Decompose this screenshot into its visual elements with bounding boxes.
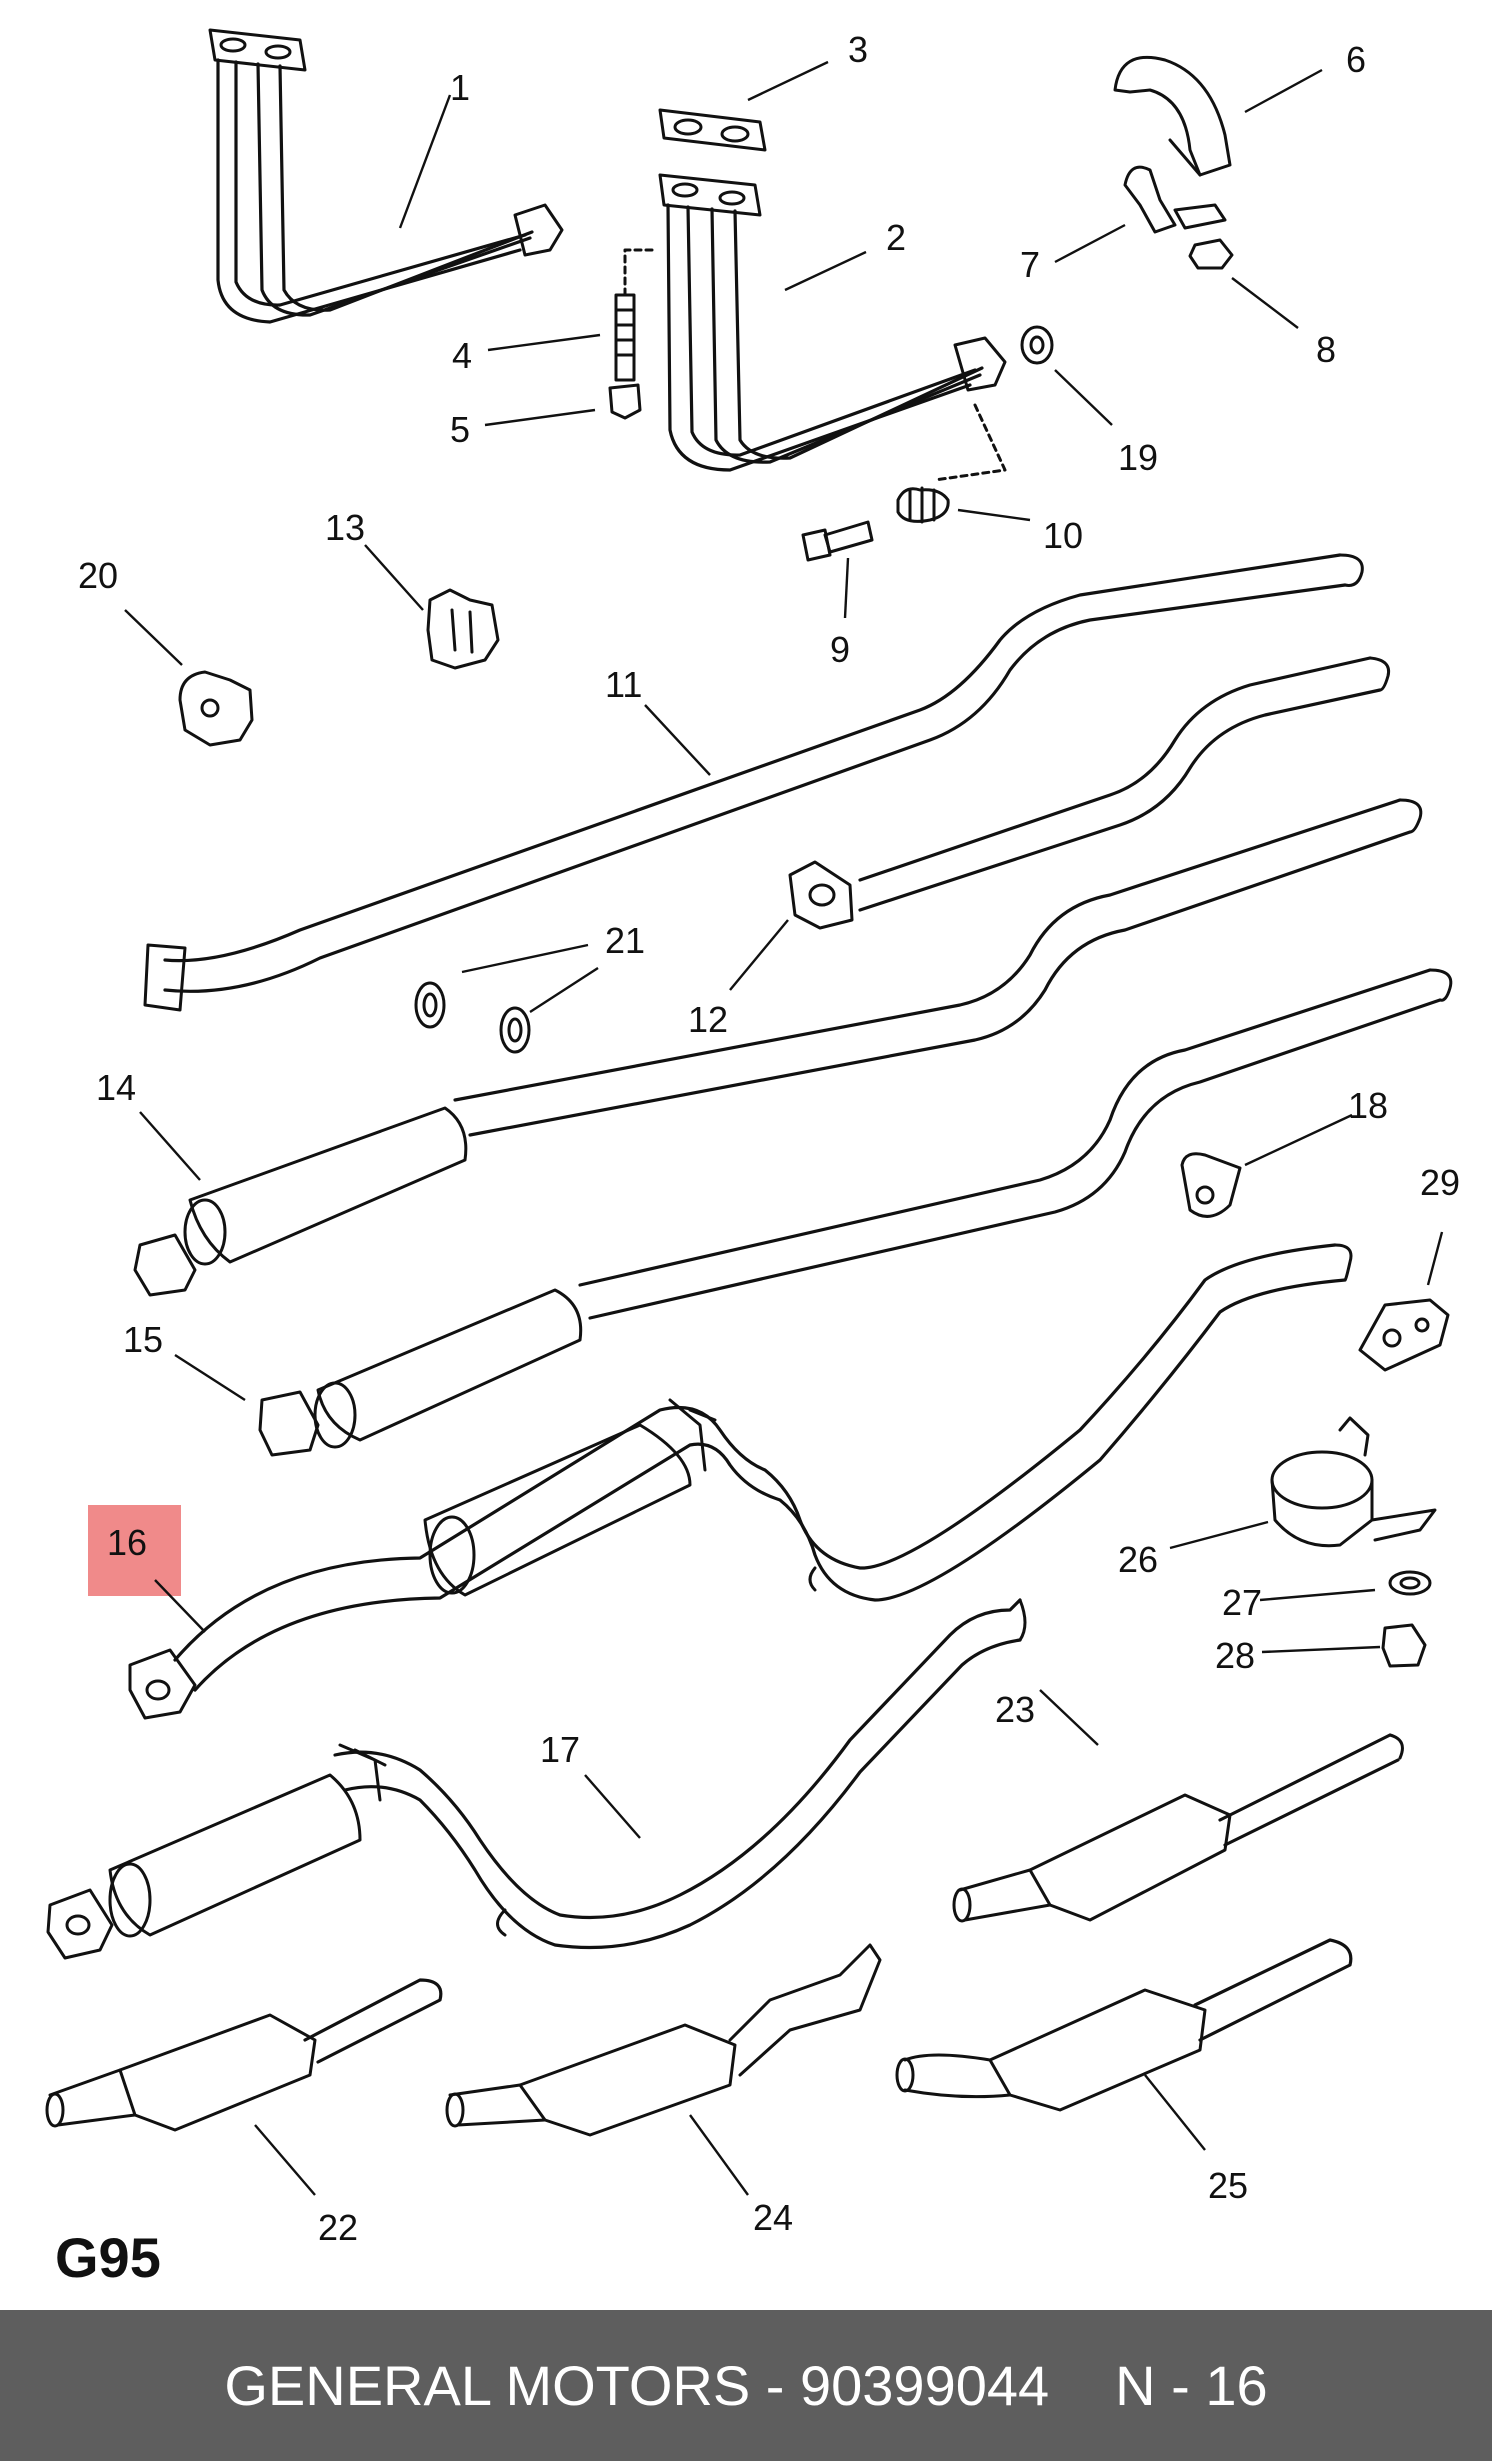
part-22-rear-silencer — [45, 1978, 443, 2132]
part-11-front-pipe — [143, 553, 1364, 1012]
part-10-spring — [896, 403, 1007, 524]
part-28-nut — [1381, 1623, 1427, 1668]
callout-15: 15 — [123, 1319, 163, 1360]
callout-23: 23 — [995, 1689, 1035, 1730]
part-14-silencer-assembly — [133, 798, 1423, 1297]
callout-14: 14 — [96, 1067, 136, 1108]
callout-3: 3 — [848, 29, 868, 70]
callout-19: 19 — [1118, 437, 1158, 478]
footer-part-info: GENERAL MOTORS - 90399044 — [224, 2354, 1050, 2417]
footer-callout-ref: N - 16 — [1115, 2354, 1268, 2417]
exhaust-parts-diagram: 1 2 3 4 5 6 7 8 9 10 11 12 13 14 15 16 1… — [45, 28, 1460, 2248]
callout-29: 29 — [1420, 1162, 1460, 1203]
footer-bar: GENERAL MOTORS - 90399044 N - 16 — [0, 2310, 1492, 2461]
part-17-rear-assembly — [46, 1598, 1027, 1960]
part-9-bolt — [801, 520, 874, 562]
callout-16: 16 — [107, 1522, 147, 1563]
callout-26: 26 — [1118, 1539, 1158, 1580]
part-23-rear-silencer — [952, 1733, 1404, 1923]
callout-13: 13 — [325, 507, 365, 548]
part-24-rear-silencer — [445, 1943, 882, 2137]
callout-8: 8 — [1316, 329, 1336, 370]
part-27-washer — [1388, 1570, 1432, 1596]
part-19-ring — [1020, 325, 1054, 365]
part-4-stud — [614, 248, 657, 382]
part-3-gasket — [658, 108, 767, 152]
part-21-gaskets — [414, 981, 531, 1054]
callout-20: 20 — [78, 555, 118, 596]
callout-7: 7 — [1020, 244, 1040, 285]
callout-12: 12 — [688, 999, 728, 1040]
leader-lines — [124, 60, 1444, 2196]
part-25-rear-silencer — [895, 1938, 1353, 2112]
callout-21: 21 — [605, 920, 645, 961]
callout-27: 27 — [1222, 1582, 1262, 1623]
callout-11: 11 — [605, 664, 642, 705]
part-15-silencer-assembly — [258, 968, 1453, 1457]
part-8-nut — [1188, 238, 1234, 270]
part-16-rear-assembly — [128, 1243, 1353, 1720]
callout-10: 10 — [1043, 515, 1083, 556]
part-29-hanger — [1358, 1298, 1450, 1372]
callout-25: 25 — [1208, 2165, 1248, 2206]
highlight-box-16 — [88, 1505, 181, 1596]
part-12-flange-pipe — [788, 656, 1391, 930]
callout-9: 9 — [830, 629, 850, 670]
part-13-mount — [426, 588, 500, 670]
page-code: G95 — [55, 2226, 161, 2289]
callout-5: 5 — [450, 409, 470, 450]
callout-labels: 1 2 3 4 5 6 7 8 9 10 11 12 13 14 15 16 1… — [78, 29, 1460, 2248]
callout-6: 6 — [1346, 39, 1366, 80]
callout-22: 22 — [318, 2207, 358, 2248]
part-20-mount — [178, 670, 254, 747]
callout-24: 24 — [753, 2197, 793, 2238]
part-18-hanger — [1180, 1152, 1242, 1218]
callout-2: 2 — [886, 217, 906, 258]
part-6-clamp — [1113, 55, 1232, 177]
part-26-clamp — [1270, 1416, 1437, 1548]
callout-4: 4 — [452, 335, 472, 376]
part-5-nut — [608, 383, 642, 420]
part-2-manifold — [658, 173, 1007, 472]
callout-17: 17 — [540, 1729, 580, 1770]
part-1-manifold — [208, 28, 564, 324]
callout-18: 18 — [1348, 1085, 1388, 1126]
callout-1: 1 — [450, 67, 470, 108]
part-7-bracket — [1123, 165, 1227, 234]
callout-28: 28 — [1215, 1635, 1255, 1676]
